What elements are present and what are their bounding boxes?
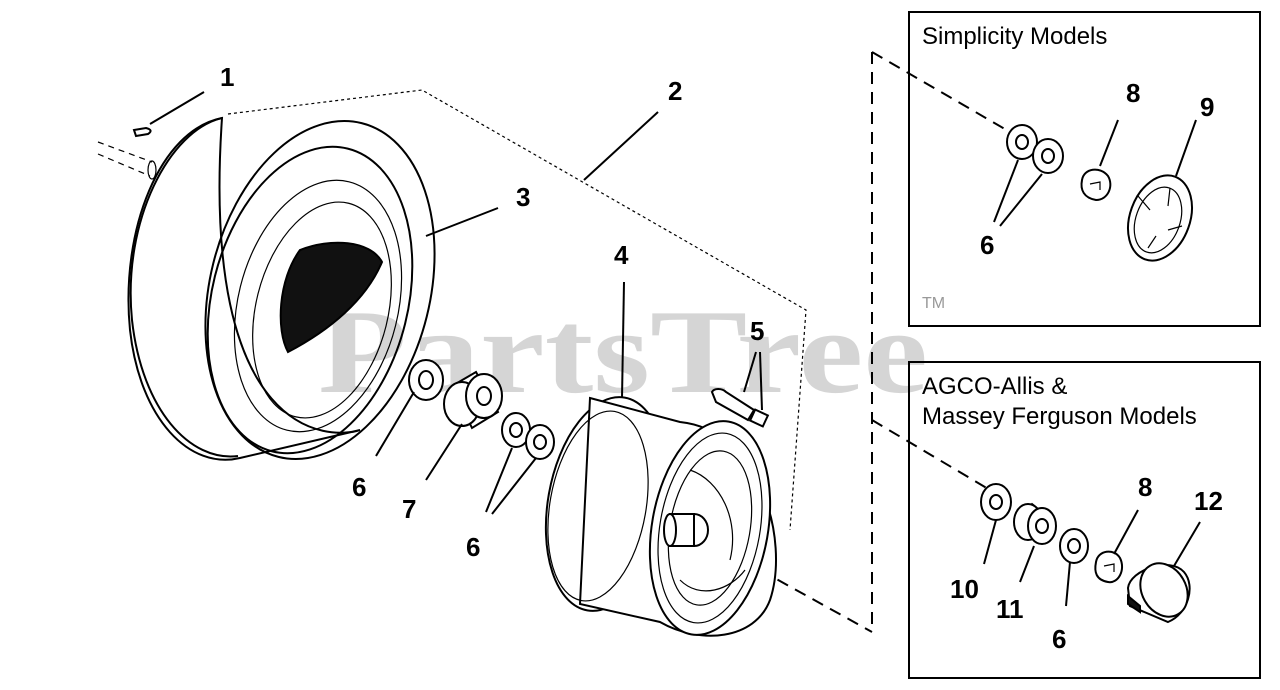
callout-2: 2 — [668, 76, 682, 106]
simplicity-models-box: Simplicity Models TM 8 9 6 — [908, 11, 1261, 327]
agco-callout-8: 8 — [1138, 472, 1152, 502]
agco-box-title-line2: Massey Ferguson Models — [922, 403, 1197, 430]
part-rim — [544, 396, 777, 637]
trademark: TM — [922, 295, 945, 312]
agco-box-title-line1: AGCO-Allis & — [922, 373, 1067, 400]
callout-1: 1 — [220, 62, 234, 92]
callout-5: 5 — [750, 316, 764, 346]
agco-models-box: AGCO-Allis & Massey Ferguson Models 8 12… — [908, 361, 1261, 679]
part-spacer — [443, 370, 503, 430]
agco-callout-10: 10 — [950, 574, 979, 604]
part-tire — [127, 116, 436, 461]
callout-6a: 6 — [352, 472, 366, 502]
simplicity-box-title: Simplicity Models — [922, 23, 1107, 50]
callout-3: 3 — [516, 182, 530, 212]
part-key — [97, 126, 157, 180]
part-washer — [408, 359, 444, 401]
callout-leaders — [149, 91, 763, 515]
part-washer-pair — [501, 412, 555, 460]
box-leader-lines — [759, 51, 1011, 633]
agco-callout-6: 6 — [1052, 624, 1066, 654]
callout-7: 7 — [402, 494, 416, 524]
agco-callout-11: 11 — [996, 594, 1024, 624]
callout-6b: 6 — [466, 532, 480, 562]
simplicity-callout-6: 6 — [980, 230, 994, 260]
agco-callout-12: 12 — [1194, 486, 1223, 516]
assembly-guide-line — [227, 89, 807, 531]
simplicity-callout-9: 9 — [1200, 92, 1214, 122]
callout-4: 4 — [614, 240, 629, 270]
part-valve-stem — [710, 388, 770, 428]
simplicity-callout-8: 8 — [1126, 78, 1140, 108]
